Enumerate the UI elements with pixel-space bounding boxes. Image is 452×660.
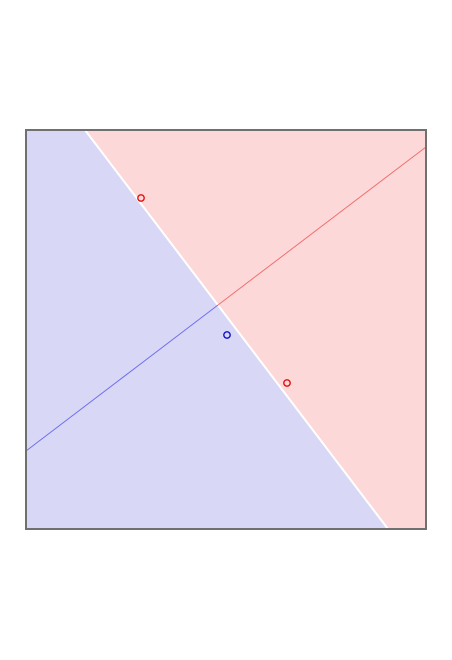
plot-frame — [25, 129, 427, 530]
blue-point — [223, 331, 231, 339]
red-point-lower — [283, 379, 291, 387]
red-region — [85, 130, 426, 529]
red-point-upper — [137, 194, 145, 202]
decision-boundary-line — [84, 129, 389, 530]
normal-line-blue-segment — [25, 304, 219, 452]
blue-region — [26, 130, 388, 529]
normal-line-red-segment — [217, 146, 427, 306]
